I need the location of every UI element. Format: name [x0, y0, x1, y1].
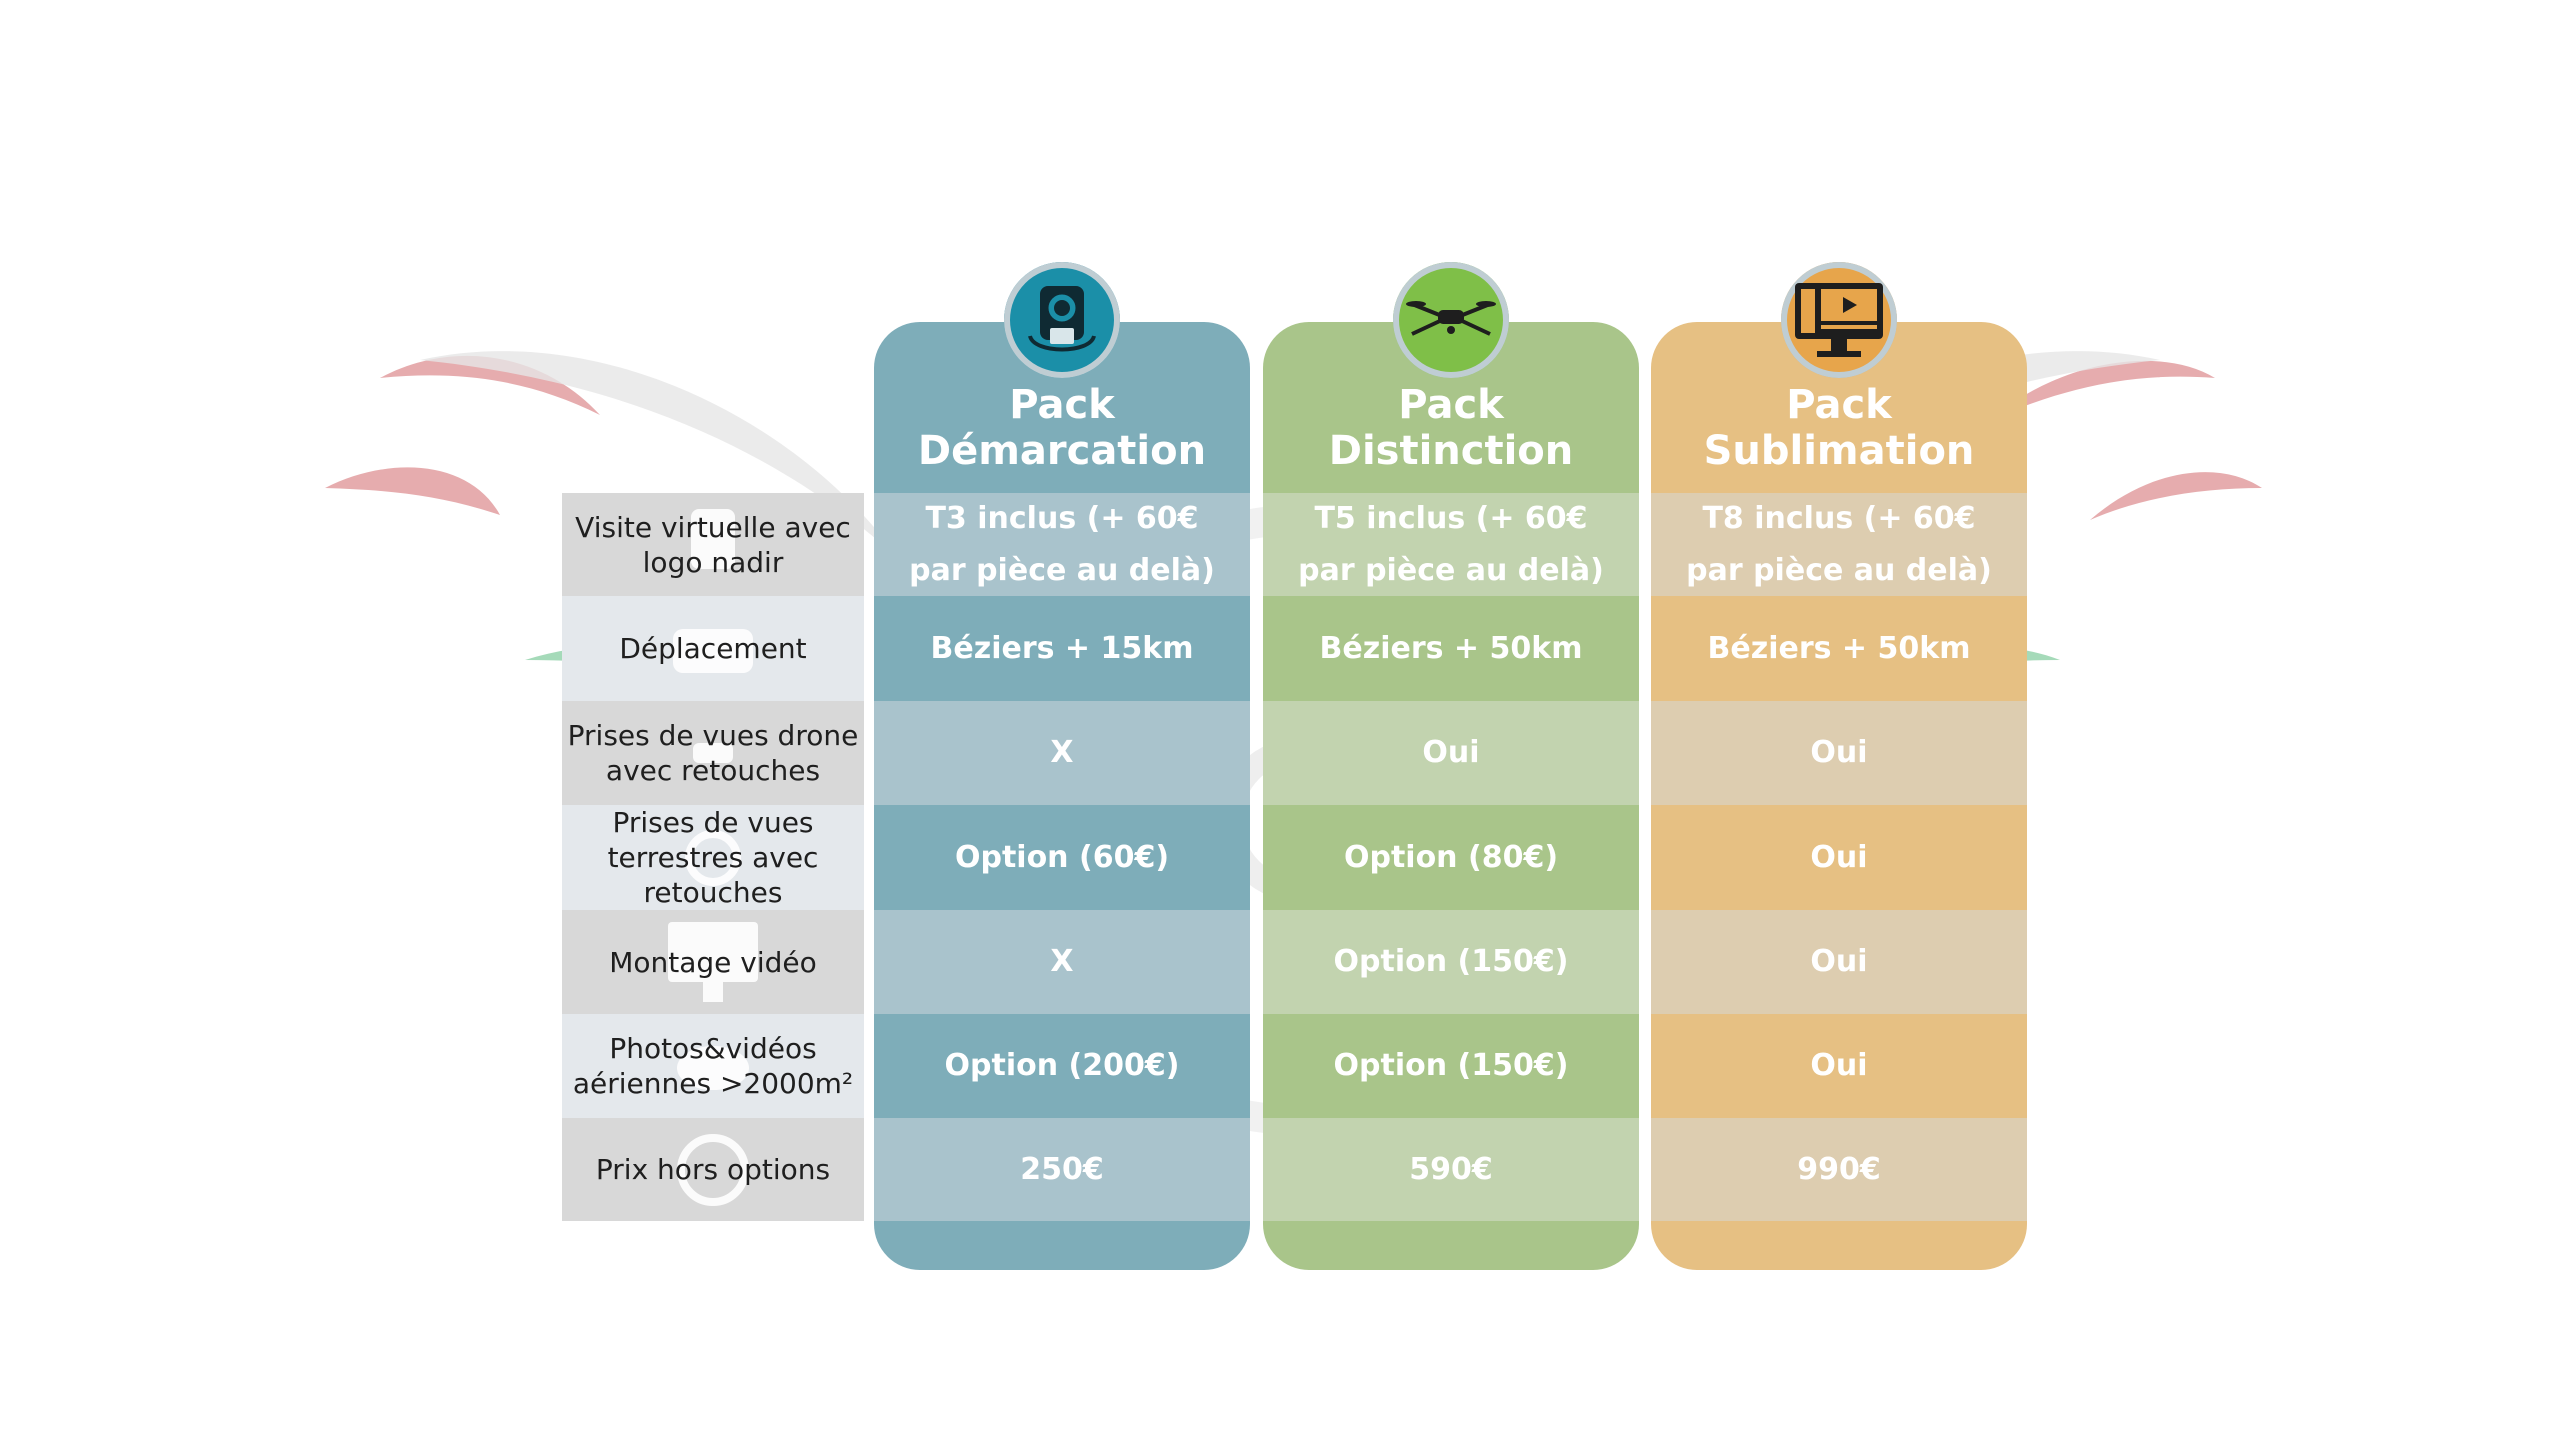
pack1-deplacement-value: Béziers + 15km	[930, 630, 1194, 666]
cloud-icon	[677, 1046, 749, 1090]
pack3-visite-value: T8 inclus (+ 60€ par pièce au delà)	[1651, 493, 2027, 596]
row-label-aeriennes: Photos&vidéos aériennes >2000m²	[562, 1014, 864, 1118]
video-editing-icon	[668, 922, 758, 1002]
pack3-terrestres-value: Oui	[1810, 839, 1868, 875]
pack2-terrestres-value: Option (80€)	[1343, 839, 1559, 875]
pack-title-demarcation: Pack Démarcation	[917, 382, 1207, 474]
pack2-aeriennes-value: Option (150€)	[1333, 1048, 1569, 1083]
camera-360-icon	[691, 508, 735, 569]
drone-icon	[1393, 262, 1509, 378]
video-editing-icon	[1781, 262, 1897, 378]
pack3-prix-value: 990€	[1651, 1118, 2027, 1221]
pack1-visite-value: T3 inclus (+ 60€ par pièce au delà)	[874, 493, 1250, 596]
pack-title-distinction: Pack Distinction	[1328, 382, 1574, 474]
pack1-prix-value: 250€	[874, 1118, 1250, 1221]
row-label-terrestres: Prises de vues terrestres avec retouches	[562, 805, 864, 910]
euro-icon	[677, 1133, 749, 1206]
row-label-prix: Prix hors options	[562, 1118, 864, 1221]
pack1-aeriennes-value: Option (200€)	[944, 1048, 1180, 1083]
pack3-deplacement-value: Béziers + 50km	[1707, 630, 1971, 666]
pack3-drone-value: Oui	[1651, 701, 2027, 805]
pack2-prix-value: 590€	[1263, 1118, 1639, 1221]
pack1-terrestres-value: Option (60€)	[954, 839, 1170, 875]
row-label-montage: Montage vidéo	[562, 910, 864, 1014]
camera-icon	[685, 829, 741, 886]
pack2-deplacement-value: Béziers + 50km	[1319, 630, 1583, 666]
pack-title-sublimation: Pack Sublimation	[1703, 382, 1975, 474]
drone-icon	[693, 743, 733, 763]
row-label-deplacement: Déplacement	[562, 596, 864, 701]
360-camera-icon	[1004, 262, 1120, 378]
pack2-drone-value: Oui	[1263, 701, 1639, 805]
pack1-montage-value: X	[874, 910, 1250, 1014]
row-label-visite-virtuelle: Visite virtuelle avec logo nadir	[562, 493, 864, 596]
pack1-drone-value: X	[874, 701, 1250, 805]
pack2-visite-value: T5 inclus (+ 60€ par pièce au delà)	[1263, 493, 1639, 596]
pack2-montage-value: Option (150€)	[1263, 910, 1639, 1014]
car-icon	[673, 628, 753, 673]
row-label-drone: Prises de vues drone avec retouches	[562, 701, 864, 805]
pack3-montage-value: Oui	[1651, 910, 2027, 1014]
pack3-aeriennes-value: Oui	[1810, 1048, 1868, 1083]
